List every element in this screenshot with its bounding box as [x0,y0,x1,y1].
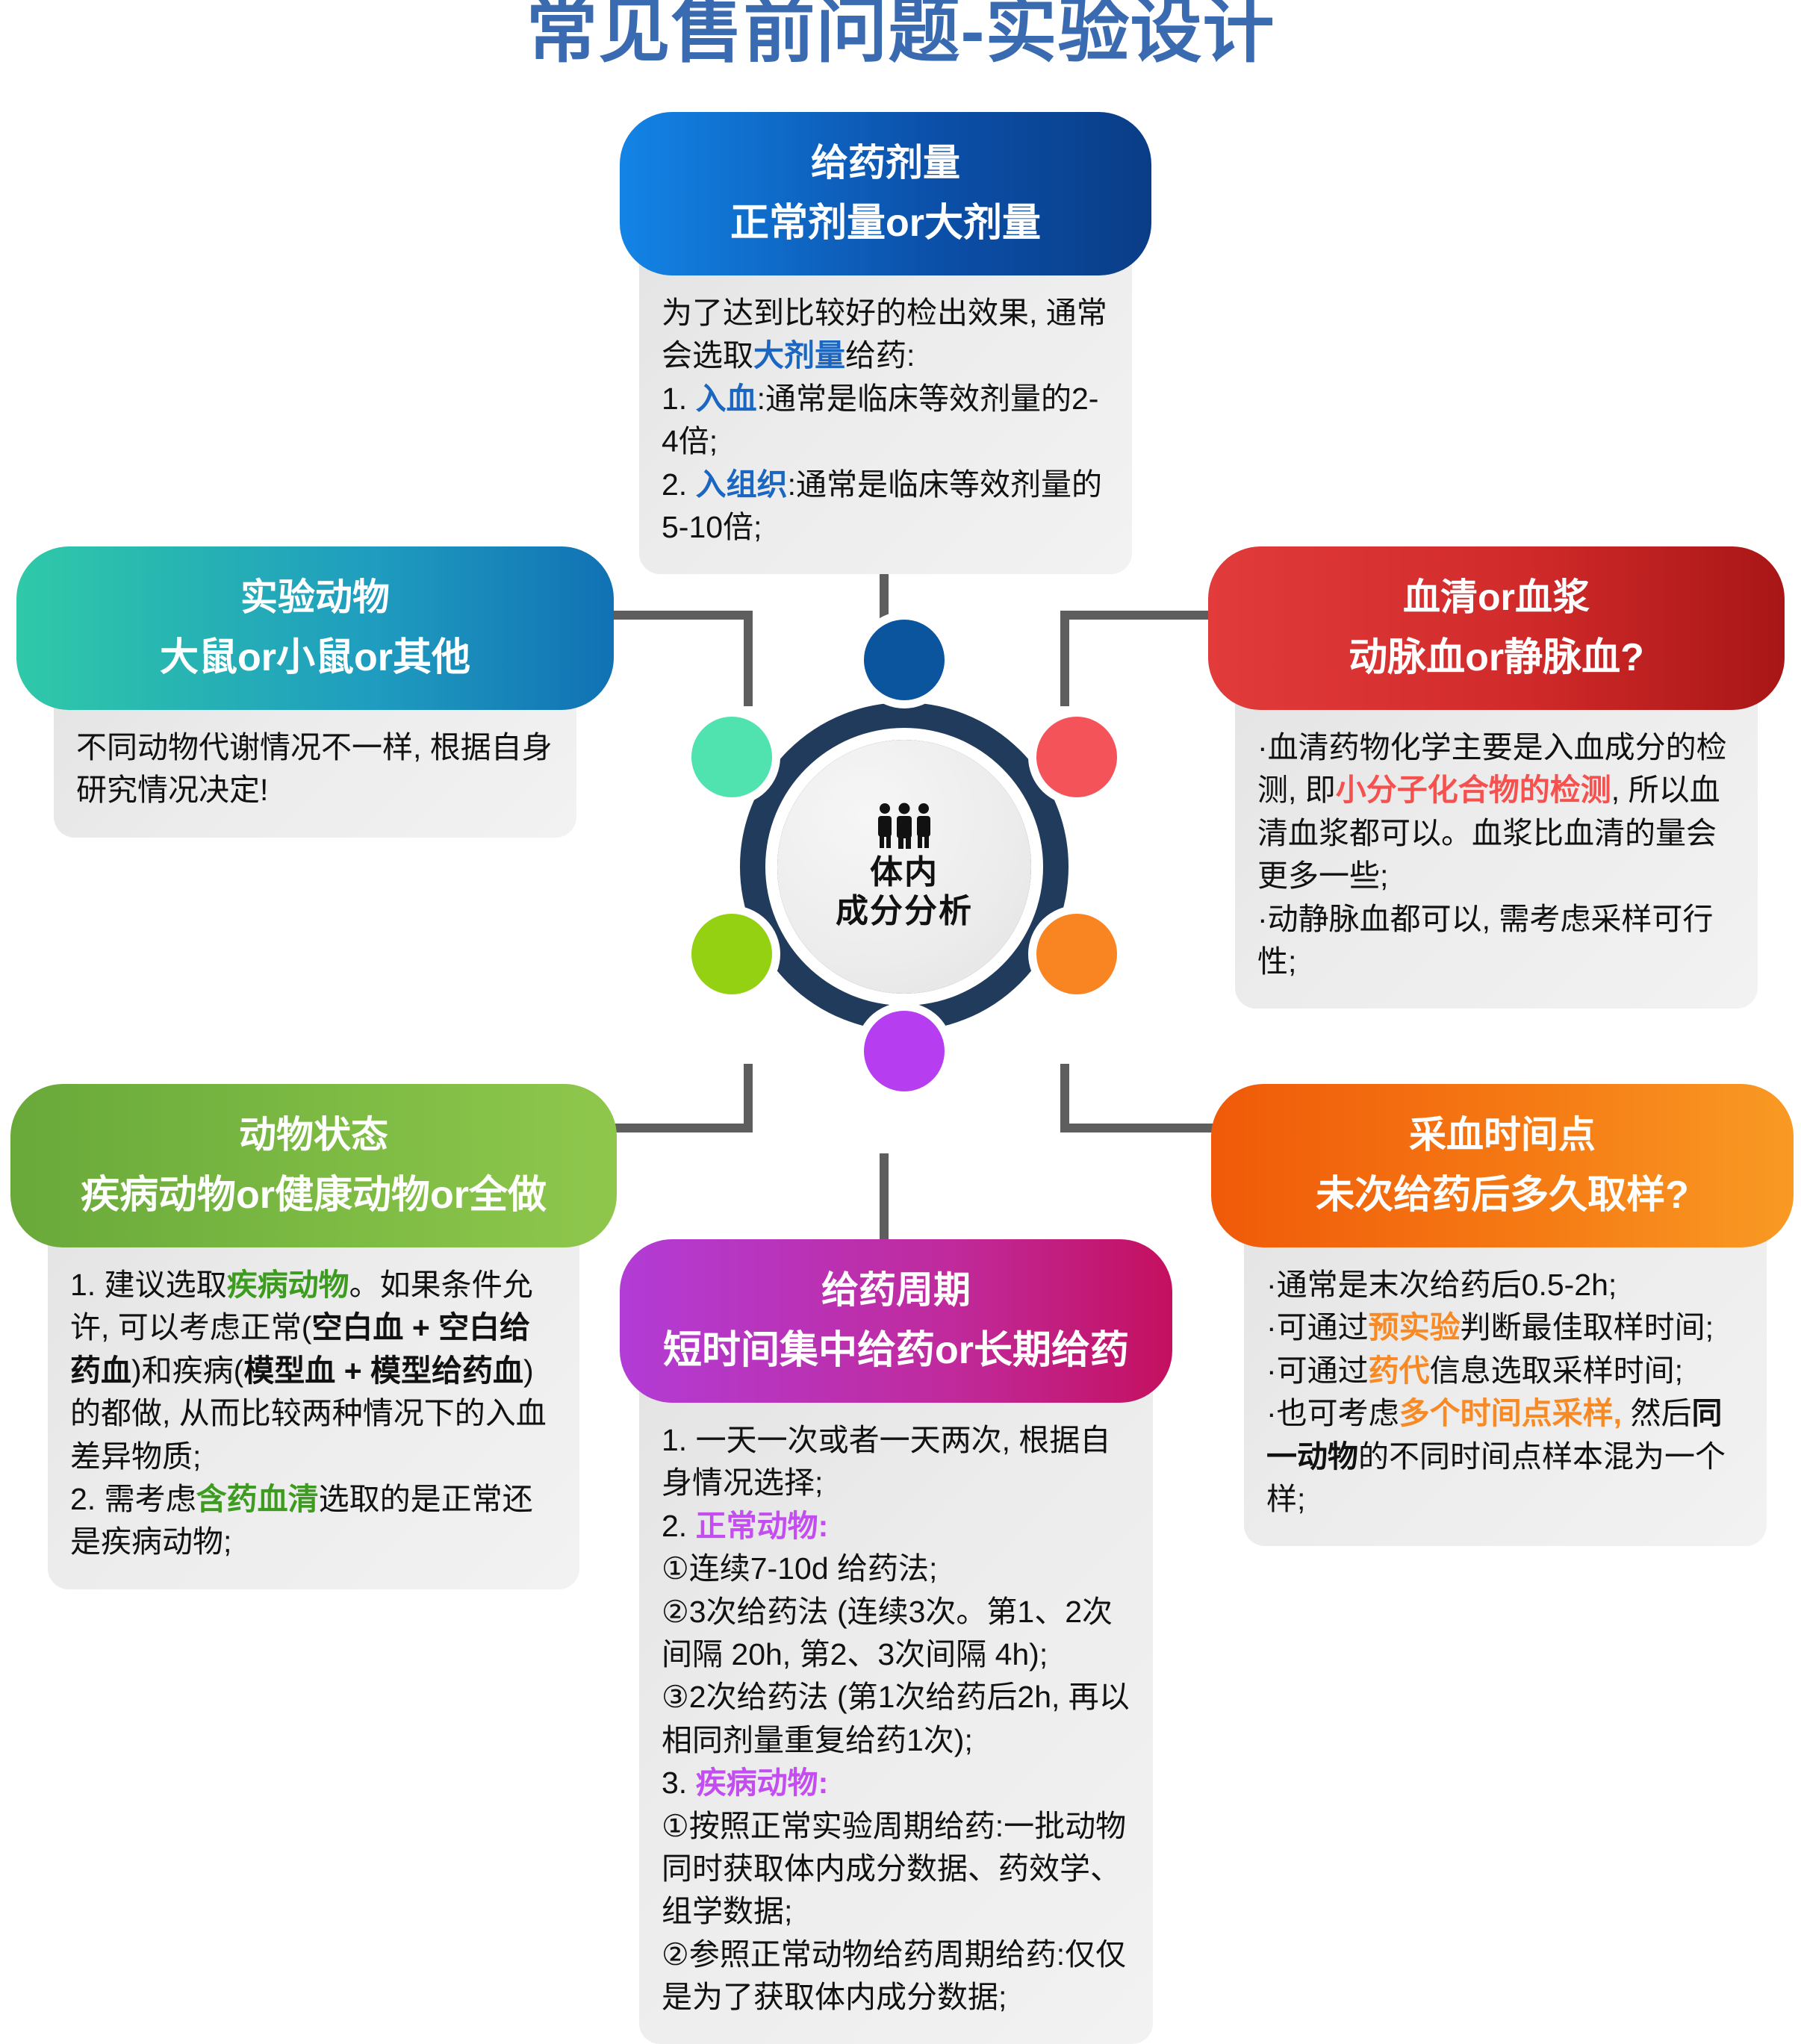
card-cycle-body-line-3: ①连续7-10d 给药法; [662,1551,938,1586]
card-serum[interactable]: 血清or血浆 动脉血or静脉血? ·血清药物化学主要是入血成分的检测, 即小分子… [1208,546,1785,1009]
card-serum-body: ·血清药物化学主要是入血成分的检测, 即小分子化合物的检测, 所以血清血浆都可以… [1235,688,1758,1009]
card-cycle-body-line-8: ②参照正常动物给药周期给药:仅仅是为了获取体内成分数据; [662,1936,1127,2015]
connector-time-h [1060,1124,1223,1132]
card-time-body-line-2: ·可通过预实验判断最佳取样时间; [1266,1310,1714,1345]
card-animal-title-line2: 大鼠or小鼠or其他 [159,636,470,680]
connector-cycle [880,1153,889,1262]
card-animal-title-line1: 实验动物 [240,576,390,618]
card-dose-body-line-3: 2. 入组织:通常是临床等效剂量的5-10倍; [662,467,1102,544]
connector-animal-h [590,611,753,620]
card-animal-body-line-1: 不同动物代谢情况不一样, 根据自身研究情况决定! [76,729,553,808]
card-dose[interactable]: 给药剂量 正常剂量or大剂量 为了达到比较好的检出效果, 通常会选取大剂量给药:… [620,112,1151,575]
connector-serum-h [1060,611,1222,620]
hub-node-top-right[interactable] [1036,717,1117,797]
card-state-body-line-1: 1. 建议选取疾病动物。如果条件允许, 可以考虑正常(空白血 + 空白给药血)和… [70,1267,547,1474]
card-dose-title-line2: 正常剂量or大剂量 [730,202,1041,246]
card-cycle-body-line-4: ②3次给药法 (连续3次。第1、2次间隔 20h, 第2、3次间隔 4h); [662,1594,1113,1671]
card-state-body: 1. 建议选取疾病动物。如果条件允许, 可以考虑正常(空白血 + 空白给药血)和… [48,1226,579,1589]
infographic-stage: 常见售前问题-实验设计 [10,0,1794,2044]
card-cycle-header: 给药周期 短时间集中给药or长期给药 [620,1239,1172,1403]
card-serum-body-line-2: ·动静脉血都可以, 需考虑采样可行性; [1257,901,1714,979]
card-serum-title-line2: 动脉血or静脉血? [1349,636,1644,680]
connector-state-v [744,1064,753,1132]
card-cycle-title-line1: 给药周期 [821,1268,971,1311]
card-serum-header: 血清or血浆 动脉血or静脉血? [1208,546,1785,710]
connector-state-h [590,1124,753,1132]
card-animal-body: 不同动物代谢情况不一样, 根据自身研究情况决定! [54,688,576,838]
card-serum-body-line-1: ·血清药物化学主要是入血成分的检测, 即小分子化合物的检测, 所以血清血浆都可以… [1257,729,1727,894]
card-time-body: ·通常是末次给药后0.5-2h; ·可通过预实验判断最佳取样时间; ·可通过药代… [1244,1226,1767,1547]
card-dose-body-line-1: 为了达到比较好的检出效果, 通常会选取大剂量给药: [662,295,1107,373]
hub-node-top[interactable] [864,620,945,700]
card-animal[interactable]: 实验动物 大鼠or小鼠or其他 不同动物代谢情况不一样, 根据自身研究情况决定! [16,546,614,838]
hub-label-line1: 体内 [870,854,939,891]
card-cycle-title-line2: 短时间集中给药or长期给药 [662,1329,1129,1373]
hub-inner-circle: 体内 成分分析 [777,740,1031,994]
card-time[interactable]: 采血时间点 未次给药后多久取样? ·通常是末次给药后0.5-2h; ·可通过预实… [1211,1084,1794,1547]
card-cycle-body-line-7: ①按照正常实验周期给药:一批动物同时获取体内成分数据、药效学、组学数据; [662,1808,1127,1929]
card-time-body-line-4: ·也可考虑多个时间点采样, 然后同一动物的不同时间点样本混为一个样; [1266,1396,1726,1516]
hub-label-line2: 成分分析 [836,893,973,929]
connector-time-v [1060,1064,1069,1132]
page-title: 常见售前问题-实验设计 [526,0,1275,71]
card-serum-title-line1: 血清or血浆 [1403,576,1590,618]
hub-node-bottom-left[interactable] [691,914,772,994]
connector-serum-v [1060,611,1069,706]
card-state-title-line1: 动物状态 [239,1113,388,1156]
card-state-title-line2: 疾病动物or健康动物or全做 [80,1174,547,1218]
card-cycle-body-line-1: 1. 一天一次或者一天两次, 根据自身情况选择; [662,1422,1111,1501]
card-cycle[interactable]: 给药周期 短时间集中给药or长期给药 1. 一天一次或者一天两次, 根据自身情况… [620,1239,1172,2044]
connector-animal-v [744,611,753,706]
center-hub: 体内 成分分析 [662,620,1147,1109]
card-cycle-body-line-6: 3. 疾病动物: [662,1766,829,1801]
hub-label: 体内 成分分析 [836,853,973,931]
card-animal-header: 实验动物 大鼠or小鼠or其他 [16,546,614,710]
card-cycle-body-line-5: ③2次给药法 (第1次给药后2h, 再以相同剂量重复给药1次); [662,1680,1130,1757]
card-cycle-body: 1. 一天一次或者一天两次, 根据自身情况选择; 2. 正常动物: ①连续7-1… [639,1381,1153,2044]
card-dose-body-line-2: 1. 入血:通常是临床等效剂量的2-4倍; [662,381,1099,459]
card-state[interactable]: 动物状态 疾病动物or健康动物or全做 1. 建议选取疾病动物。如果条件允许, … [10,1084,617,1589]
people-group-icon [878,803,930,850]
card-time-body-line-1: ·通常是末次给药后0.5-2h; [1266,1267,1617,1302]
hub-node-bottom[interactable] [864,1011,945,1091]
card-cycle-body-line-2: 2. 正常动物: [662,1508,829,1543]
card-time-body-line-3: ·可通过药代信息选取采样时间; [1266,1353,1684,1388]
card-time-header: 采血时间点 未次给药后多久取样? [1211,1084,1794,1247]
card-state-header: 动物状态 疾病动物or健康动物or全做 [10,1084,617,1247]
hub-node-top-left[interactable] [691,717,772,797]
hub-node-bottom-right[interactable] [1036,914,1117,994]
card-dose-header: 给药剂量 正常剂量or大剂量 [620,112,1151,275]
card-state-body-line-2: 2. 需考虑含药血清选取的是正常还是疾病动物; [70,1481,533,1560]
card-time-title-line1: 采血时间点 [1409,1113,1596,1156]
card-dose-body: 为了达到比较好的检出效果, 通常会选取大剂量给药: 1. 入血:通常是临床等效剂… [639,254,1132,575]
card-time-title-line2: 未次给药后多久取样? [1316,1174,1689,1218]
card-dose-title-line1: 给药剂量 [811,141,960,184]
